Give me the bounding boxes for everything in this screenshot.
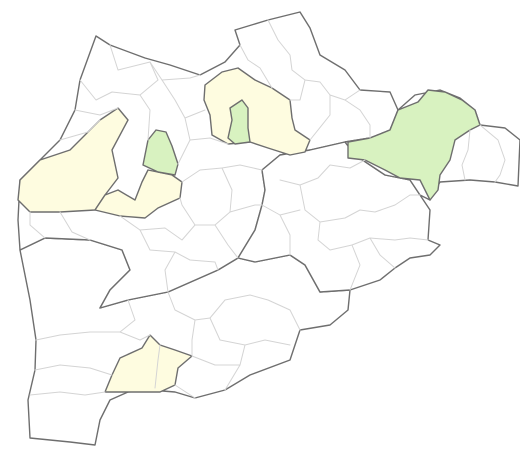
inner-boundaries <box>29 19 506 399</box>
district-west-green[interactable] <box>142 129 179 176</box>
district-south-yellow[interactable] <box>104 334 193 393</box>
district-west-yellow[interactable] <box>17 107 129 213</box>
district-north-green[interactable] <box>227 99 251 145</box>
district-east-green[interactable] <box>347 89 481 201</box>
